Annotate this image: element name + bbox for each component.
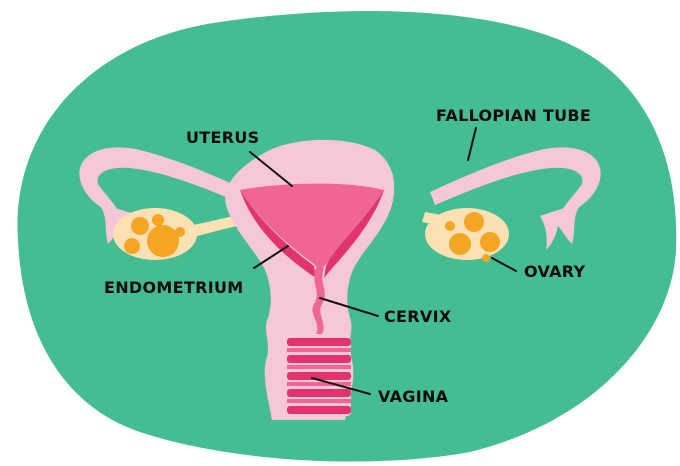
- vagina-label: VAGINA: [378, 387, 449, 406]
- cervix-label: CERVIX: [384, 307, 452, 326]
- vagina: [287, 336, 351, 416]
- ovary-label: OVARY: [524, 262, 585, 281]
- endometrium-label: ENDOMETRIUM: [104, 278, 243, 297]
- uterus-label: UTERUS: [186, 128, 259, 147]
- fallopian-tube-label: FALLOPIAN TUBE: [436, 106, 591, 125]
- left-ovary: [113, 208, 197, 260]
